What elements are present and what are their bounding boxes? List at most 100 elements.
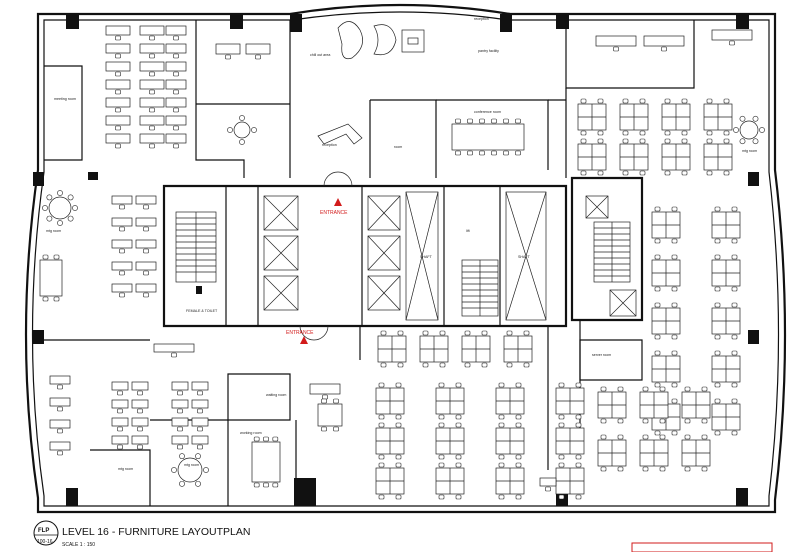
chair [173, 143, 179, 149]
chair [664, 138, 671, 144]
chair [659, 386, 666, 392]
desk [111, 399, 129, 409]
chair [639, 130, 646, 136]
workstation-divider [704, 144, 732, 170]
desk [111, 417, 129, 427]
workstation-divider [662, 104, 690, 130]
desk [139, 25, 165, 36]
title-block: FLP 100-16 LEVEL 16 - FURNITURE LAYOUTPL… [33, 520, 773, 552]
chair [455, 462, 462, 468]
chair [67, 215, 74, 222]
desk [165, 133, 187, 144]
chair [57, 450, 63, 456]
chair [671, 398, 678, 404]
desk [111, 239, 133, 249]
label-entrance-main: ENTRANCE [320, 210, 348, 216]
chair [639, 170, 646, 176]
chair [203, 467, 209, 473]
desk [539, 477, 557, 487]
label-entrance-lower: ENTRANCE [286, 330, 314, 336]
label-room: room [394, 145, 402, 149]
chair [149, 53, 155, 59]
workstation-divider [598, 392, 626, 418]
chair [654, 382, 661, 388]
chair [46, 194, 53, 201]
chair [639, 138, 646, 144]
desk [49, 419, 71, 429]
entrance-marker-upper [334, 198, 342, 206]
workstation-divider [712, 308, 740, 334]
chair [733, 127, 739, 133]
chair [671, 350, 678, 356]
workstation-divider [652, 212, 680, 238]
workstation-divider [556, 428, 584, 454]
chair [681, 130, 688, 136]
label-lift: lift [466, 229, 470, 233]
chair [671, 430, 678, 436]
chair [119, 270, 125, 276]
chair [42, 296, 49, 302]
meeting-table [251, 441, 281, 483]
chair [706, 170, 713, 176]
chair [239, 139, 245, 145]
workstation-divider [420, 336, 448, 362]
desk [131, 381, 149, 391]
workstation-divider [652, 356, 680, 382]
chair [503, 150, 509, 156]
chair [714, 382, 721, 388]
round-table [177, 457, 203, 483]
round-table [48, 196, 72, 220]
chair [57, 428, 63, 434]
workstation-divider [376, 428, 404, 454]
chair [714, 430, 721, 436]
chair [67, 194, 74, 201]
desk [105, 61, 131, 72]
label-server-room: server room [592, 353, 611, 357]
chair [438, 494, 445, 500]
workstation-divider [620, 144, 648, 170]
chair [701, 466, 708, 472]
chair [684, 434, 691, 440]
chair [251, 127, 257, 133]
chair [395, 462, 402, 468]
chair [498, 494, 505, 500]
chair [57, 384, 63, 390]
chair [681, 98, 688, 104]
chair [671, 302, 678, 308]
label-working-room: working room [240, 431, 262, 435]
chair [119, 204, 125, 210]
desk [49, 375, 71, 385]
chair [179, 453, 185, 460]
chill-out-furniture [337, 21, 397, 60]
chair [654, 206, 661, 212]
desk [165, 79, 187, 90]
workstation-divider [598, 440, 626, 466]
chair [664, 98, 671, 104]
chair [149, 35, 155, 41]
chair [664, 130, 671, 136]
stair-right [593, 221, 631, 283]
desk [165, 61, 187, 72]
chair [272, 436, 279, 442]
desk [105, 115, 131, 126]
drawing-tag: FLP [38, 528, 49, 534]
chair [759, 127, 765, 133]
chair [173, 35, 179, 41]
chair [149, 125, 155, 131]
desk [139, 43, 165, 54]
chair [333, 426, 339, 432]
chair [117, 390, 123, 396]
chair [558, 422, 565, 428]
desk [171, 435, 189, 445]
chair [491, 150, 497, 156]
desk [131, 435, 149, 445]
chair [115, 107, 121, 113]
desk [105, 43, 131, 54]
chair [600, 386, 607, 392]
chair [600, 418, 607, 424]
chair [455, 382, 462, 388]
chair [731, 350, 738, 356]
chair [227, 127, 233, 133]
chair [491, 118, 497, 124]
